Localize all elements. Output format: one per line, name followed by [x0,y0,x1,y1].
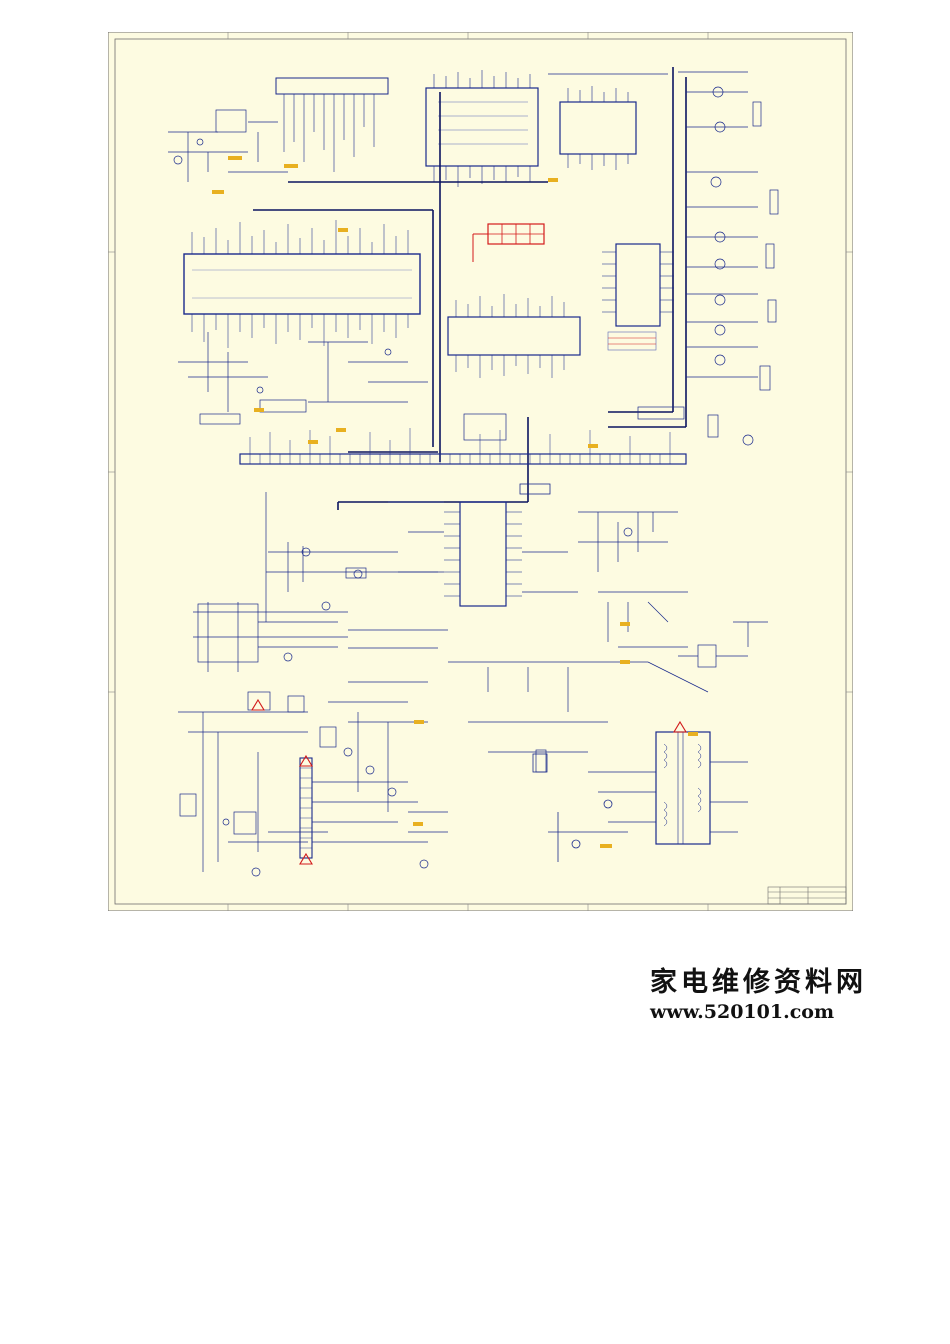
ic-top-right [548,73,668,170]
zone-markers [108,32,853,911]
power-supply-section [178,691,448,877]
flyback-transformer [532,731,748,862]
sheet-inner-frame [114,38,847,905]
sheet-background [108,32,853,911]
ic-right-driver [602,243,674,351]
hazard-triangle-icon [251,698,687,865]
title-block [767,886,847,905]
right-middle-network [448,511,768,773]
watermark: 家电维修资料网 www.520101.com [650,960,880,1023]
red-highlight-block [472,223,545,262]
top-header-connector [275,77,389,172]
left-middle-network [193,492,448,683]
ic-main-decoder [183,220,421,348]
ic-top-center [425,70,539,187]
right-output-stages [637,71,779,446]
circuit-schematic-drawing [108,32,853,911]
watermark-url: www.520101.com [650,1001,835,1023]
ic-middle-cluster [388,483,578,607]
net-label-tags [212,156,698,848]
watermark-title: 家电维修资料网 [650,967,867,998]
terminal-strip [239,428,687,465]
schematic-sheet [108,32,853,911]
ic-center-signal [447,294,581,378]
bus-lines [253,67,687,510]
left-aux-blocks [178,332,507,441]
top-left-network [168,109,288,182]
